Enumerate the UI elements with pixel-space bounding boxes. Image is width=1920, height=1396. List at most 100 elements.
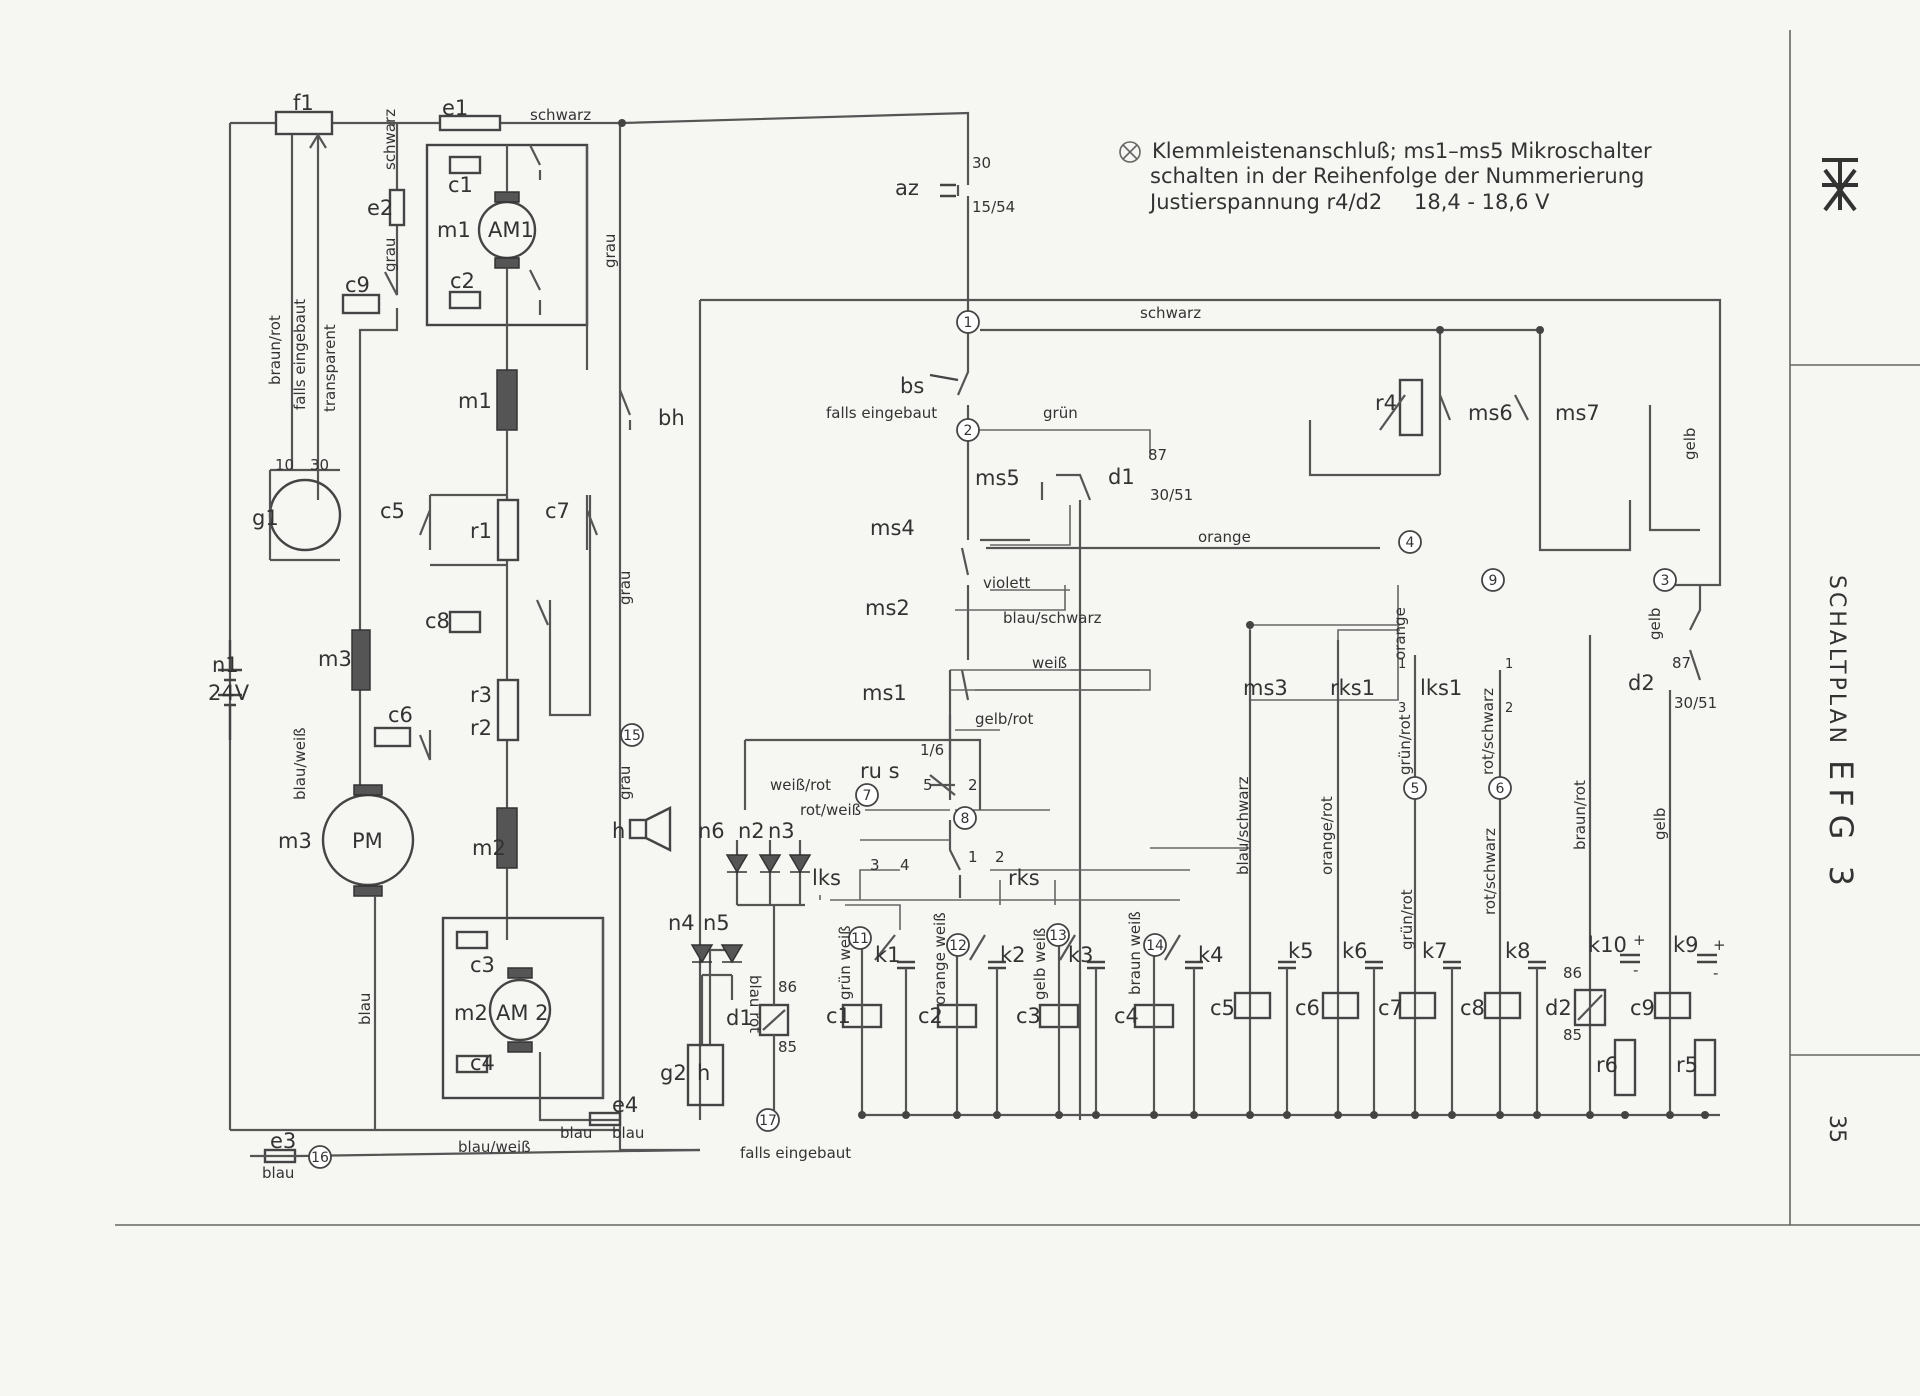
label-c8: c8 [425, 609, 450, 633]
wire-grau-1: grau [381, 238, 399, 272]
svg-text:6: 6 [1496, 781, 1505, 797]
label-minus2: - [1713, 964, 1718, 982]
wire-rot-weiss: rot/weiß [800, 801, 861, 819]
label-e1: e1 [442, 96, 468, 120]
label-k2: k2 [1000, 943, 1026, 967]
wire-blau-schwarz-k5: blau/schwarz [1234, 776, 1252, 875]
label-r6: r6 [1596, 1053, 1618, 1077]
label-n3: n3 [768, 819, 795, 843]
notes: Klemmleistenanschluß; ms1–ms5 Mikroschal… [1119, 139, 1652, 214]
label-lks1-2: 2 [1505, 701, 1513, 716]
wire-color-labels: schwarz schwarz schwarz grau grau grau g… [262, 106, 1699, 1182]
note-line-3: Justierspannung r4/d2 [1148, 190, 1382, 214]
diode-n4 [690, 944, 714, 964]
wire-braun-weiss: braun weiß [1126, 911, 1144, 995]
resistor-r1 [496, 498, 520, 562]
label-n2: n2 [738, 819, 765, 843]
label-c1-coil: c1 [826, 1004, 851, 1028]
label-ms6: ms6 [1468, 401, 1513, 425]
wire-grau-3: grau [616, 571, 634, 605]
svg-text:14: 14 [1146, 938, 1164, 954]
wire-blau-left: blau [356, 993, 374, 1025]
label-d2: d2 [1628, 671, 1655, 695]
label-c8-coil: c8 [1460, 996, 1485, 1020]
resistor-r5 [1693, 1038, 1717, 1097]
terminals: 1 2 3 4 5 6 7 8 9 11 12 13 14 15 16 17 [308, 310, 1677, 1169]
label-az-30: 30 [972, 154, 991, 172]
label-ms7: ms7 [1555, 401, 1600, 425]
sheet-frame [115, 30, 1920, 1226]
svg-text:2: 2 [964, 423, 973, 439]
label-sw3: 3 [870, 856, 880, 874]
label-am2: AM 2 [496, 1001, 549, 1025]
label-d1-86: 86 [778, 978, 797, 996]
diode-n5 [720, 944, 744, 964]
label-c2: c2 [450, 269, 475, 293]
terminal-11: 11 [848, 926, 872, 950]
label-lks1-1b: 1 [1505, 657, 1513, 672]
resistor-r6 [1613, 1038, 1637, 1097]
wire-transparent: transparent [321, 324, 339, 412]
label-ms4: ms4 [870, 516, 915, 540]
label-c1: c1 [448, 173, 473, 197]
label-g2-h: h [697, 1061, 710, 1085]
wire-gruen-rot-a: grün/rot [1396, 714, 1414, 775]
motor-coil-m1 [496, 369, 518, 431]
label-ms5: ms5 [975, 466, 1020, 490]
fuse-f1 [274, 110, 334, 136]
title-block: SCHALTPLAN EFG 3 35 [1822, 158, 1860, 1143]
label-f1: f1 [293, 91, 314, 115]
label-sw1: 1 [968, 848, 978, 866]
label-d1-3051: 30/51 [1150, 486, 1193, 504]
wire-schwarz-vert: schwarz [381, 109, 399, 170]
label-rks: rks [1008, 866, 1040, 890]
label-c2-coil: c2 [918, 1004, 943, 1028]
label-c4: c4 [470, 1051, 495, 1075]
terminal-2: 2 [956, 418, 980, 442]
label-rus-5: 5 [923, 776, 933, 794]
terminal-9: 9 [1481, 568, 1505, 592]
svg-text:3: 3 [1661, 573, 1670, 589]
coil-c9 [1653, 991, 1692, 1020]
label-m1: m1 [437, 218, 471, 242]
wire-braun-rot: braun/rot [266, 315, 284, 385]
component-labels: f1 e1 e2 az 30 15/54 c1 m1 AM1 c2 c9 m1 … [208, 91, 1726, 1153]
label-d2-3051: 30/51 [1674, 694, 1717, 712]
motor-coil-m3 [351, 629, 371, 691]
label-bh: bh [658, 406, 685, 430]
label-sw4: 4 [900, 856, 910, 874]
label-c5-coil: c5 [1210, 996, 1235, 1020]
terminal-5: 5 [1403, 776, 1427, 800]
label-r2: r2 [470, 716, 492, 740]
wire-schwarz-top: schwarz [530, 106, 591, 124]
horn-h [628, 818, 648, 840]
wire-gruen-weiss: grün weiß [836, 925, 854, 1000]
terminal-16: 16 [308, 1145, 332, 1169]
label-k6: k6 [1342, 939, 1368, 963]
note-line-2: schalten in der Reihenfolge der Nummerie… [1150, 164, 1644, 188]
svg-text:4: 4 [1406, 535, 1415, 551]
label-k8: k8 [1505, 939, 1531, 963]
terminal-17: 17 [756, 1108, 780, 1132]
wire-weiss-rot: weiß/rot [770, 776, 831, 794]
wire-gruen: grün [1043, 404, 1078, 422]
wire-orange-rot: orange/rot [1318, 796, 1336, 875]
note-line-1: Klemmleistenanschluß; ms1–ms5 Mikroschal… [1152, 139, 1652, 163]
wire-falls-eingebaut-left: falls eingebaut [291, 299, 309, 410]
relay-d2 [1573, 988, 1607, 1027]
wire-blau-rot: blau rot [746, 975, 764, 1033]
label-k7: k7 [1422, 939, 1448, 963]
wire-falls-eingebaut-bs: falls eingebaut [826, 404, 937, 422]
wire-orange-weiss: orange weiß [931, 912, 949, 1005]
label-m3b: m3 [278, 829, 312, 853]
terminal-15: 15 [620, 723, 644, 747]
coil-c5 [1233, 991, 1272, 1020]
svg-text:9: 9 [1489, 573, 1498, 589]
label-plus2: + [1713, 936, 1726, 954]
coil-c8 [1483, 991, 1522, 1020]
label-plus1: + [1633, 931, 1646, 949]
label-rus-2: 2 [968, 776, 978, 794]
wire-orange-k: orange [1391, 607, 1409, 660]
wire-grau-4: grau [616, 766, 634, 800]
